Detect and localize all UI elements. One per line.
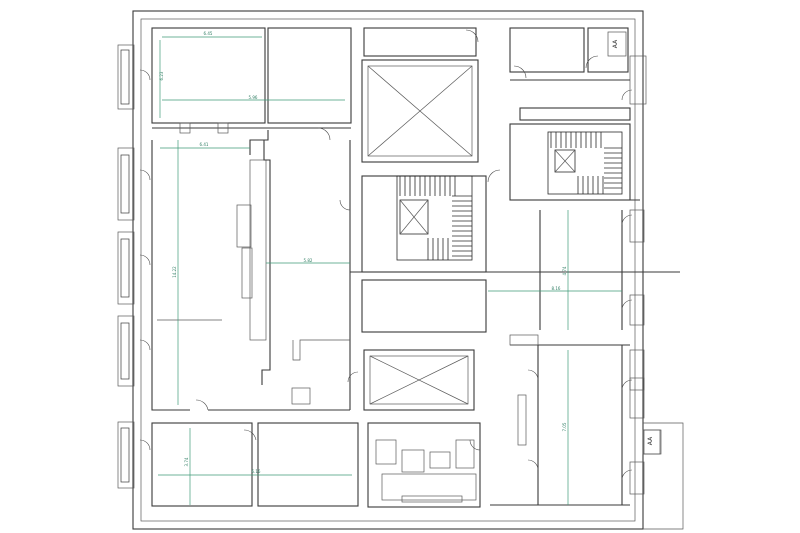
dimension-label: 4.74 — [562, 266, 567, 275]
dimension-labels: 6.45 6.23 5.96 6.41 14.22 5.82 4.74 8.16 7.05 3.7… — [159, 31, 567, 474]
central-stair — [396, 175, 473, 261]
dimension-label: 14.22 — [172, 266, 177, 278]
door-swings — [139, 29, 633, 481]
right-stair — [547, 131, 623, 195]
axis-label: AA — [647, 436, 654, 445]
dimension-label: 6.45 — [204, 31, 213, 36]
central-core — [350, 27, 680, 508]
interior-walls-left — [151, 27, 359, 507]
dimension-label: 5.82 — [304, 258, 313, 263]
dimension-label: 6.23 — [159, 71, 164, 80]
axis-label: AA — [612, 39, 619, 48]
dimension-label: 5.96 — [249, 95, 258, 100]
dimension-label: 3.74 — [184, 457, 189, 466]
right-annex — [629, 55, 684, 530]
outer-walls — [132, 10, 644, 530]
axis-labels: AA AA — [612, 39, 654, 445]
dimension-label: 6.41 — [200, 142, 209, 147]
left-window-bays — [117, 44, 135, 489]
interior-walls-right — [490, 27, 640, 506]
dimension-label: 8.16 — [552, 286, 561, 291]
dimension-lines — [158, 36, 622, 505]
dimension-label: 7.05 — [562, 422, 567, 431]
dimension-label: 6.16 — [252, 469, 261, 474]
axis-markers — [607, 31, 661, 455]
